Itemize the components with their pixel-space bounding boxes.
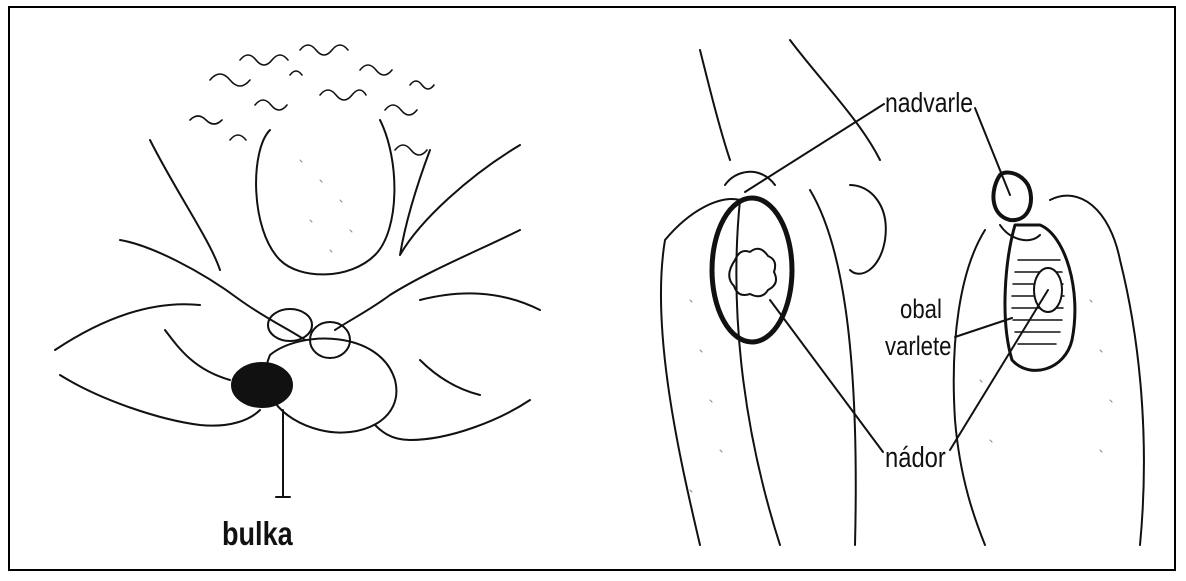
right-finger (850, 185, 886, 274)
nadvarle-leader-right (975, 108, 1010, 195)
lower-left-leg (60, 375, 260, 426)
left-hand (55, 240, 305, 350)
scrotum-sides (165, 330, 480, 395)
second-hand-right (1050, 196, 1144, 545)
lump (232, 363, 292, 407)
testicle-oval (712, 198, 792, 342)
lower-right-leg (375, 400, 530, 440)
obal-leader (955, 318, 1012, 337)
epididymis-loop (993, 172, 1031, 220)
nador-leader-left (770, 300, 883, 452)
second-hand-left (954, 230, 985, 545)
hand-right-edge (810, 190, 856, 545)
penis (256, 120, 394, 274)
upper-leg-left (700, 50, 730, 160)
label-nadvarle: nadvarle (885, 89, 973, 117)
upper-leg-right (790, 40, 880, 160)
label-nador: nádor (885, 444, 946, 473)
left-thigh (150, 140, 220, 270)
second-finger (1000, 225, 1040, 240)
right-hand (335, 230, 540, 330)
label-bulka: bulka (222, 517, 293, 550)
label-varlete: varlete (885, 333, 951, 360)
pubic-hair (190, 45, 434, 155)
nadvarle-leader-left (745, 104, 884, 192)
left-illustration-self-exam (55, 45, 540, 497)
left-thumb (268, 309, 312, 341)
label-obal: obal (900, 296, 942, 323)
